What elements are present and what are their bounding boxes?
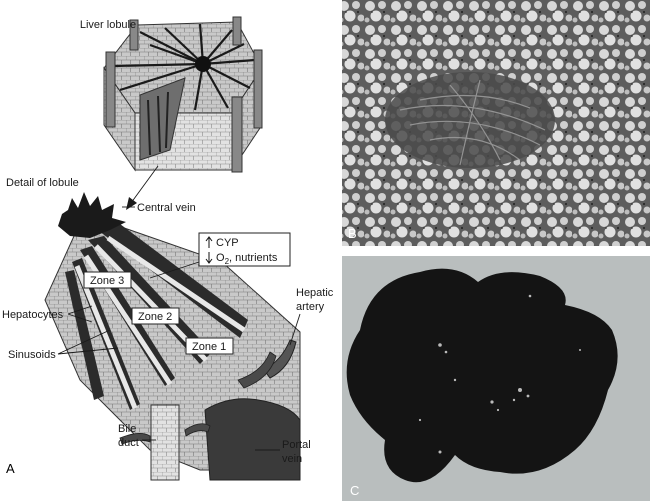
panel-b-letter: B: [348, 226, 357, 241]
bile-duct-label-1: Bile: [118, 423, 136, 435]
zone-legend-box: CYP O2, nutrients: [199, 233, 290, 266]
legend-nutrients: , nutrients: [229, 252, 278, 264]
zone3-label: Zone 3: [90, 275, 124, 287]
portal-vein-label-2: vein: [282, 453, 302, 465]
liver-lobule-illustration: [104, 17, 262, 172]
central-vein-label: Central vein: [137, 202, 196, 214]
panel-c-photo: C: [342, 256, 650, 501]
zone2-label: Zone 2: [138, 311, 172, 323]
liver-lobule-label: Liver lobule: [80, 19, 136, 31]
panel-a: Liver lobule Detail of lobule: [2, 17, 334, 480]
sinusoids-label: Sinusoids: [8, 349, 56, 361]
detail-arrow: [131, 166, 158, 203]
hepatic-artery-label-2: artery: [296, 301, 325, 313]
panel-b-micrograph: B: [342, 0, 650, 246]
panel-c-letter: C: [350, 483, 359, 498]
detail-of-lobule-label: Detail of lobule: [6, 177, 79, 189]
arrowhead-icon: [126, 197, 137, 210]
portal-vein-label-1: Portal: [282, 439, 311, 451]
hepatocytes-label: Hepatocytes: [2, 309, 64, 321]
central-vein-icon: [195, 56, 211, 72]
panel-a-letter: A: [6, 461, 15, 476]
bile-duct-icon: [151, 405, 179, 480]
legend-cyp: CYP: [216, 237, 239, 249]
bile-duct-label-2: duct: [118, 437, 139, 449]
zone1-label: Zone 1: [192, 341, 226, 353]
hepatic-artery-label-1: Hepatic: [296, 287, 334, 299]
central-vein-region: [385, 72, 555, 168]
